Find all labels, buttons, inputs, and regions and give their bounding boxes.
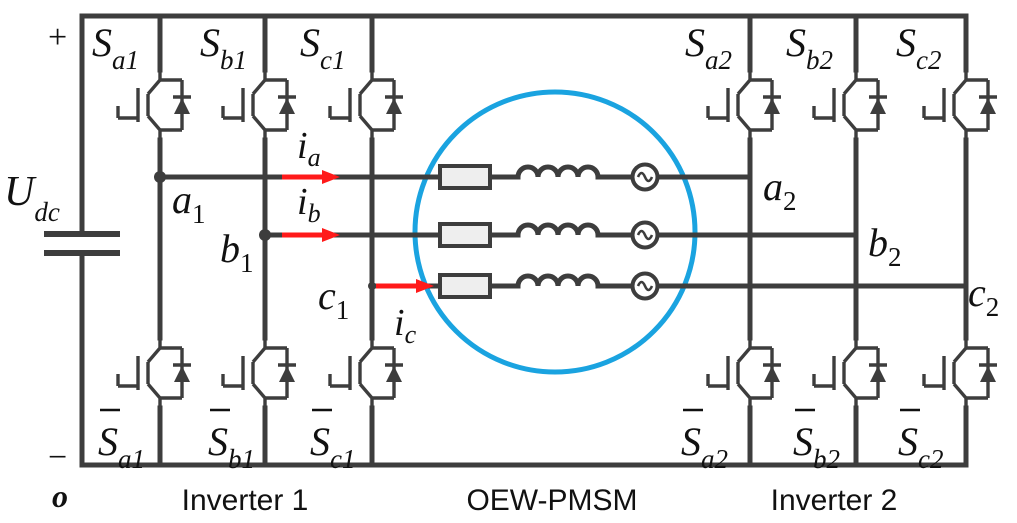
switch-sa2 xyxy=(706,68,783,142)
label-sb2: Sb2 xyxy=(786,20,833,75)
switch-sa2-bar xyxy=(706,336,783,410)
junction-b1 xyxy=(259,229,271,241)
origin-label: o xyxy=(52,478,68,514)
svg-text:Sa1: Sa1 xyxy=(98,419,145,474)
svg-text:Sa2: Sa2 xyxy=(681,419,728,474)
switch-sc1-bar xyxy=(328,336,405,410)
label-sa1: Sa1 xyxy=(92,20,139,75)
svg-text:Sc2: Sc2 xyxy=(898,419,943,474)
current-arrow-ia xyxy=(282,170,340,184)
label-node-a2: a2 xyxy=(763,164,797,216)
switch-sb2 xyxy=(812,68,889,142)
label-node-a1: a1 xyxy=(172,177,206,229)
label-node-b1: b1 xyxy=(220,226,254,278)
label-node-c2: c2 xyxy=(968,270,999,322)
label-sa2: Sa2 xyxy=(685,20,732,75)
resistor-phase-b xyxy=(438,222,492,248)
label-current-ic: ic xyxy=(394,302,417,349)
negative-label: − xyxy=(48,439,67,476)
resistor-phase-c xyxy=(438,273,492,299)
label-sc1-bar: Sc1 xyxy=(310,408,355,474)
inductor-phase-c xyxy=(515,273,601,289)
label-sc2-bar: Sc2 xyxy=(898,408,943,474)
current-arrow-ib xyxy=(282,228,340,242)
emf-source-a-icon xyxy=(630,162,660,192)
switch-sb1 xyxy=(221,68,298,142)
switch-sb2-bar xyxy=(812,336,889,410)
switch-sa1 xyxy=(116,68,193,142)
label-sb1-bar: Sb1 xyxy=(208,408,255,474)
junction-c1 xyxy=(368,282,376,290)
label-sc1: Sc1 xyxy=(300,20,345,75)
junction-a1 xyxy=(154,171,166,183)
switch-sc2 xyxy=(922,68,999,142)
motor-circle xyxy=(412,89,698,375)
inverter2-label: Inverter 2 xyxy=(771,484,898,517)
label-sb1: Sb1 xyxy=(200,20,247,75)
label-sa1-bar: Sa1 xyxy=(98,408,145,474)
dc-link-capacitor xyxy=(44,13,120,468)
label-node-b2: b2 xyxy=(868,220,902,272)
udc-label: Udc xyxy=(4,169,60,227)
motor-label: OEW-PMSM xyxy=(466,484,637,517)
resistor-phase-a xyxy=(438,164,492,190)
emf-source-b-icon xyxy=(630,220,660,250)
svg-text:Sc1: Sc1 xyxy=(310,419,355,474)
switch-sb1-bar xyxy=(221,336,298,410)
svg-text:Sb1: Sb1 xyxy=(208,419,255,474)
switch-sc1 xyxy=(328,68,405,142)
inductor-phase-b xyxy=(515,222,601,238)
positive-label: + xyxy=(48,19,67,56)
emf-source-c-icon xyxy=(630,271,660,301)
label-node-c1: c1 xyxy=(318,273,349,325)
current-arrow-ic xyxy=(376,279,434,293)
label-current-ia: ia xyxy=(297,125,321,172)
label-sb2-bar: Sb2 xyxy=(793,408,840,474)
label-current-ib: ib xyxy=(297,181,321,228)
switch-sc2-bar xyxy=(922,336,999,410)
inverter1-label: Inverter 1 xyxy=(182,484,309,517)
switch-sa1-bar xyxy=(116,336,193,410)
inductor-phase-a xyxy=(515,164,601,180)
label-sc2: Sc2 xyxy=(896,20,941,75)
label-sa2-bar: Sa2 xyxy=(681,408,728,474)
svg-text:Sb2: Sb2 xyxy=(793,419,840,474)
